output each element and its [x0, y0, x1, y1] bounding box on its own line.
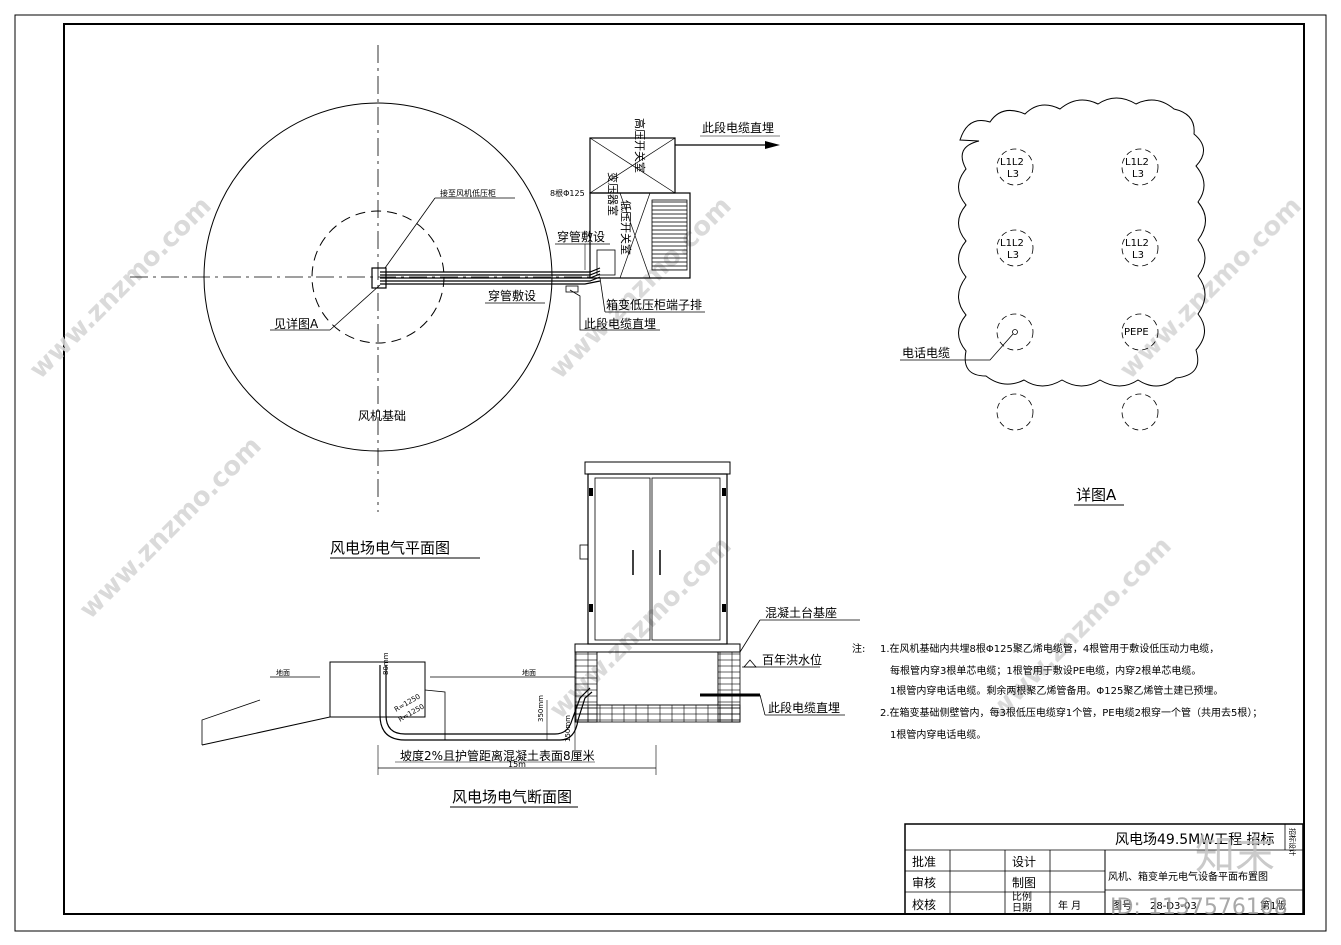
ground-label-2: 地面 — [522, 668, 536, 677]
cable-bundle — [380, 267, 601, 285]
revision: 第1版 — [1260, 899, 1286, 912]
dim-15m: 15m — [508, 760, 526, 769]
year-month: 年 月 — [1058, 899, 1081, 912]
cable-direct-1: 此段电缆直埋 — [702, 120, 774, 135]
note-line: 1.在风机基础内共埋8根Φ125聚乙烯电缆管，4根管用于敷设低压动力电缆， — [880, 642, 1219, 655]
note-line: 每根管内穿3根单芯电缆；1根管用于敷设PE电缆，内穿2根单芯电缆。 — [890, 664, 1201, 677]
circle-label: PEPE — [1124, 327, 1149, 338]
stage-label: 招标设计 — [1288, 828, 1297, 856]
drawing-name: 风机、箱变单元电气设备平面布置图 — [1108, 870, 1268, 883]
check-label: 校核 — [912, 897, 936, 912]
circle-label: L1L2 — [1000, 157, 1024, 168]
pipe-label-2: 穿管敷设 — [488, 288, 536, 303]
cable-direct-section: 此段电缆直埋 — [768, 700, 840, 715]
ground-label-1: 地面 — [276, 668, 290, 677]
circle-label: L1L2 — [1125, 157, 1149, 168]
lv-cabinet-label: 接至风机低压柜 — [440, 188, 496, 198]
circle-label: L3 — [1007, 250, 1019, 261]
circle-label: L3 — [1132, 169, 1144, 180]
watermark-text: www.znzmo.com — [1114, 191, 1308, 385]
design-label: 设计 — [1012, 855, 1036, 869]
drawing-no-label: 图号 — [1112, 900, 1132, 912]
circle-label: L3 — [1007, 169, 1019, 180]
pipe-count-label: 8根Φ125 — [550, 188, 585, 198]
section-title: 风电场电气断面图 — [452, 788, 572, 806]
draw-label: 制图 — [1012, 876, 1036, 890]
review-label: 审核 — [912, 875, 936, 890]
note-line: 1根管内穿电话电缆。剩余两根聚乙烯管备用。Φ125聚乙烯管土建已预埋。 — [890, 684, 1223, 697]
image-id: ID: 1137576108 — [1110, 895, 1288, 920]
dim-80: 80mm — [382, 652, 390, 675]
plan-view: 接至风机低压柜 8根Φ125 见详图A 风机基础 穿管敷设 穿管敷设 此段电缆直… — [130, 45, 780, 559]
dim-350: 350mm — [537, 695, 545, 722]
watermark-text: www.znzmo.com — [24, 191, 218, 385]
cable-knot — [371, 267, 387, 289]
concrete-base-label: 混凝土台基座 — [765, 605, 837, 620]
detail-ref-label: 见详图A — [274, 316, 319, 331]
slope-note: 坡度2%且护管距离混凝土表面8厘米 — [400, 748, 595, 763]
note-line: 1根管内穿电话电缆。 — [890, 728, 986, 741]
box-text-mid: 变压器室 — [606, 172, 620, 216]
title-block: 风电场49.5MW工程 招标 招标设计 风机、箱变单元电气设备平面布置图 批准 … — [904, 823, 1304, 915]
circle-label: L3 — [1132, 250, 1144, 261]
project-name: 风电场49.5MW工程 招标 — [1115, 832, 1275, 848]
plan-title: 风电场电气平面图 — [330, 539, 450, 557]
box-text-upper: 高压开关室 — [633, 118, 647, 173]
drawing-code: 28-D3-03 — [1150, 901, 1197, 912]
watermark-text: www.znzmo.com — [74, 431, 268, 625]
terminal-label: 箱变低压柜端子排 — [606, 297, 702, 312]
detail-a: L1L2 L3 L1L2 L3 L1L2 L3 L1L2 L3 PEPE 电话电… — [900, 97, 1206, 506]
detail-title: 详图A — [1076, 486, 1117, 504]
circle-label: L1L2 — [1125, 238, 1149, 249]
inner-frame — [63, 23, 1305, 915]
approve-label: 批准 — [912, 854, 936, 869]
section-view: 混凝土台基座 百年洪水位 此段电缆直埋 地面 地面 80mm R=1250 R=… — [201, 461, 860, 808]
brand-logo: 知末 — [1195, 832, 1275, 878]
notes: 注: 1.在风机基础内共埋8根Φ125聚乙烯电缆管，4根管用于敷设低压动力电缆，… — [852, 642, 1262, 741]
notes-prefix: 注: — [852, 642, 865, 655]
scale-label: 比例 — [1012, 890, 1032, 903]
pipe-label-1: 穿管敷设 — [557, 229, 605, 244]
flood-level-label: 百年洪水位 — [762, 652, 822, 667]
note-line: 2.在箱变基础侧壁管内，每3根低压电缆穿1个管，PE电缆2根穿一个管（共用去5根… — [880, 706, 1262, 719]
dim-150: 150mm — [564, 715, 572, 742]
box-text-lower: 低压开关室 — [619, 200, 633, 255]
cable-direct-2: 此段电缆直埋 — [584, 316, 656, 331]
date-label: 日期 — [1012, 902, 1032, 914]
circle-label: L1L2 — [1000, 238, 1024, 249]
box-transformer-plan: 高压开关室 变压器室 低压开关室 — [589, 118, 691, 279]
phone-cable-label: 电话电缆 — [902, 346, 950, 360]
foundation-label: 风机基础 — [358, 409, 406, 423]
detail-circles — [996, 148, 1159, 431]
outer-frame — [14, 14, 1327, 932]
